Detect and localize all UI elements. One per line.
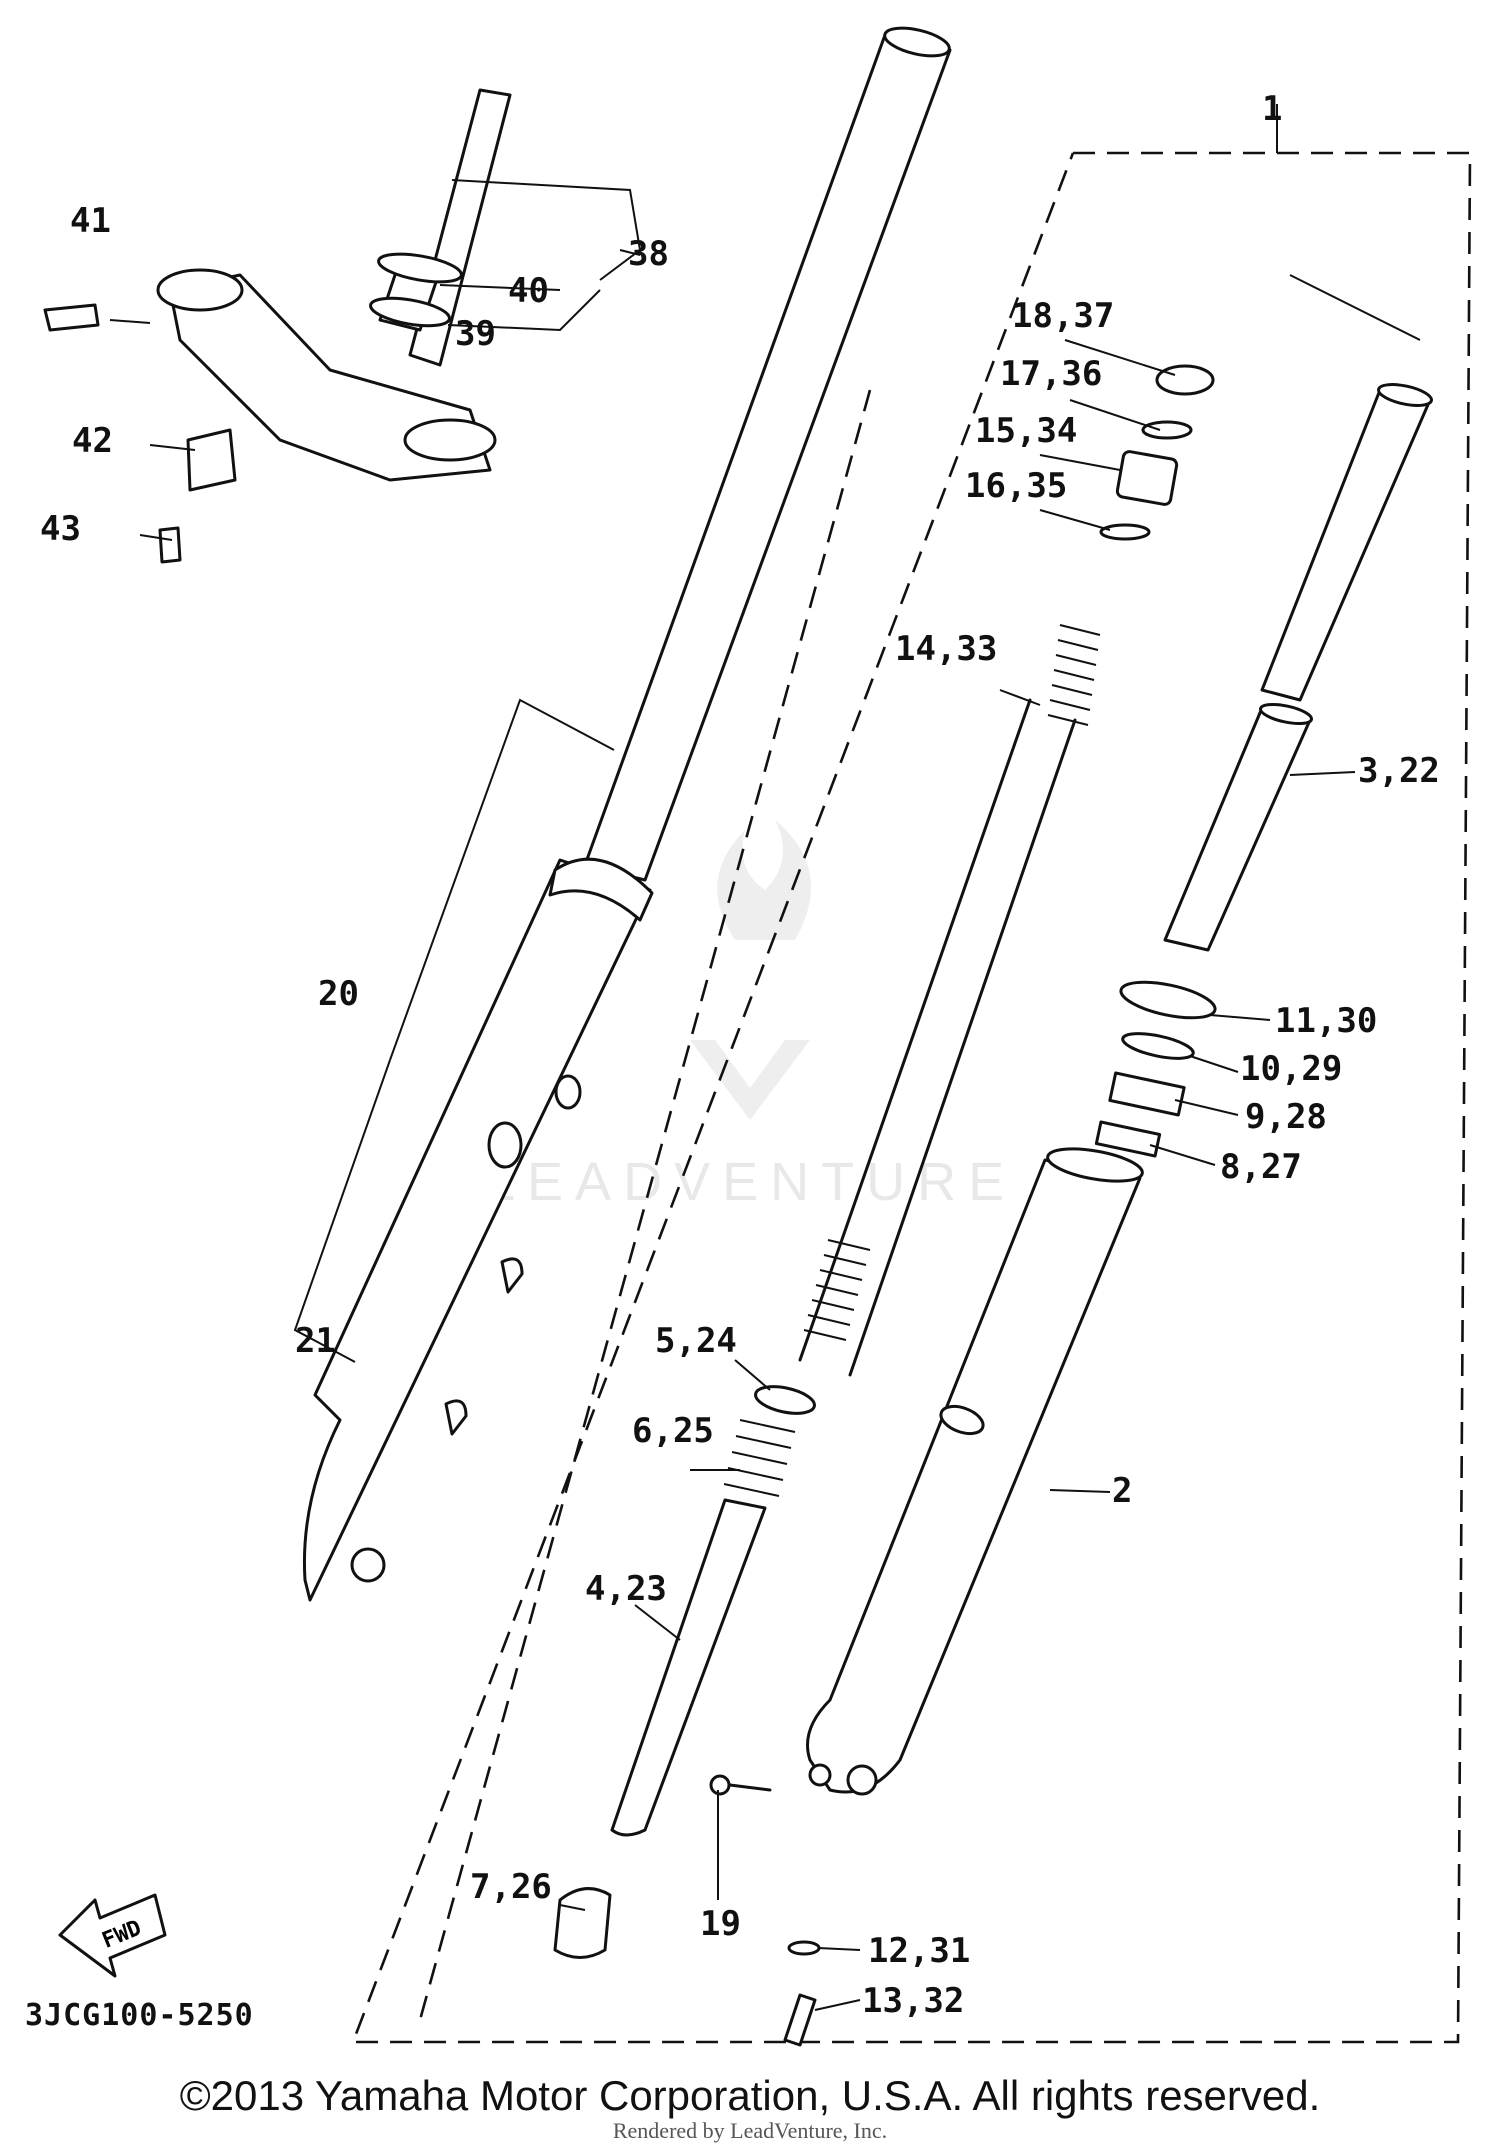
fork-cap-tube bbox=[1163, 383, 1433, 952]
fork-assembly-boundary bbox=[351, 104, 1472, 2044]
callout-43: 43 bbox=[40, 509, 81, 549]
fork-spring bbox=[798, 624, 1101, 1377]
callout-16-35: 16,35 bbox=[965, 466, 1067, 506]
callout-20: 20 bbox=[318, 974, 359, 1014]
callout-14-33: 14,33 bbox=[895, 629, 997, 669]
callout-17-36: 17,36 bbox=[1000, 354, 1102, 394]
callout-19: 19 bbox=[700, 1904, 741, 1944]
callout-1: 1 bbox=[1262, 89, 1282, 129]
callout-15-34: 15,34 bbox=[975, 411, 1077, 451]
copyright-notice: ©2013 Yamaha Motor Corporation, U.S.A. A… bbox=[179, 2072, 1321, 2119]
watermark-text: LEADVENTURE bbox=[485, 1152, 1016, 1212]
callout-6-25: 6,25 bbox=[632, 1411, 714, 1451]
callout-4-23: 4,23 bbox=[585, 1569, 667, 1609]
outer-tube-right bbox=[806, 1147, 1144, 1796]
callout-5-24: 5,24 bbox=[655, 1321, 737, 1361]
callout-8-27: 8,27 bbox=[1220, 1147, 1302, 1187]
callout-3-22: 3,22 bbox=[1358, 751, 1440, 791]
damper-rod bbox=[610, 1385, 816, 1837]
callout-10-29: 10,29 bbox=[1240, 1049, 1342, 1089]
leader-lines bbox=[109, 179, 1421, 2011]
steering-stem bbox=[43, 88, 512, 564]
fwd-arrow-icon: FWD bbox=[58, 1893, 167, 1978]
callout-13-32: 13,32 bbox=[862, 1981, 964, 2021]
cap-parts bbox=[1099, 364, 1215, 541]
inner-tube bbox=[583, 26, 952, 882]
callout-42: 42 bbox=[72, 421, 113, 461]
callout-38: 38 bbox=[628, 234, 669, 274]
seal-stack bbox=[1094, 980, 1217, 1158]
callout-21: 21 bbox=[295, 1321, 336, 1361]
callout-18-37: 18,37 bbox=[1012, 296, 1114, 336]
rendered-by-note: Rendered by LeadVenture, Inc. bbox=[612, 2118, 888, 2143]
callout-40: 40 bbox=[508, 271, 549, 311]
callout-39: 39 bbox=[455, 314, 496, 354]
bottom-cap bbox=[553, 1887, 612, 1959]
diagram-code: 3JCG100-5250 bbox=[25, 1998, 254, 2033]
callout-labels: 1 2 3,22 4,23 5,24 6,25 7,26 8,27 9,28 1… bbox=[25, 89, 1440, 2033]
callout-7-26: 7,26 bbox=[470, 1867, 552, 1907]
callout-41: 41 bbox=[70, 201, 111, 241]
callout-9-28: 9,28 bbox=[1245, 1097, 1327, 1137]
outer-tube-left bbox=[302, 857, 654, 1602]
callout-11-30: 11,30 bbox=[1275, 1001, 1377, 1041]
callout-12-31: 12,31 bbox=[868, 1931, 970, 1971]
callout-2: 2 bbox=[1112, 1471, 1132, 1511]
